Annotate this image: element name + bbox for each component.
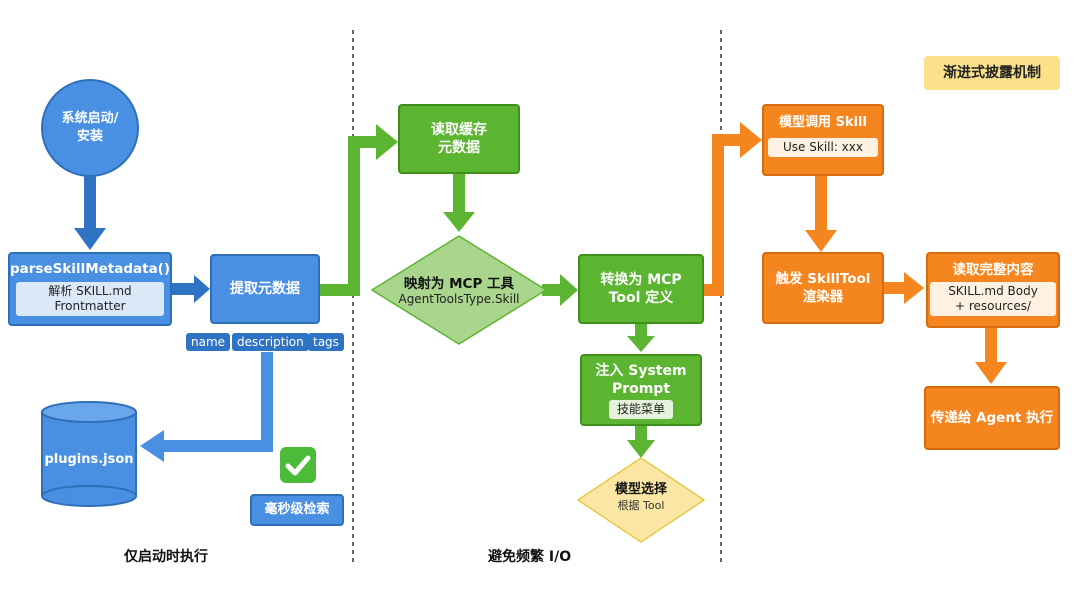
arrow-readfull-to-pass [975, 328, 1007, 384]
progressive-disclosure-badge: 渐进式披露机制 [924, 56, 1060, 90]
arrow-start-to-parse [74, 168, 106, 250]
arrow-extract-to-readcache [320, 124, 398, 296]
parse-metadata-subtitle: 解析 SKILL.md Frontmatter [16, 282, 164, 316]
call-subtitle: Use Skill: xxx [768, 138, 878, 157]
convert-mcp-box: 转换为 MCP Tool 定义 [578, 254, 704, 324]
inject-title: 注入 System Prompt [595, 363, 687, 397]
tag-description: description [232, 333, 309, 351]
map-diamond-label: 映射为 MCP 工具 AgentToolsType.Skill [386, 272, 532, 306]
extract-metadata-box: 提取元数据 [210, 254, 320, 324]
parse-metadata-box: parseSkillMetadata() 解析 SKILL.md Frontma… [8, 252, 172, 326]
read-full-content-box: 读取完整内容 SKILL.md Body + resources/ [926, 252, 1060, 328]
arrow-extract-to-plugins [140, 352, 273, 462]
arrow-map-to-convert [542, 274, 578, 306]
arrow-call-to-trigger [805, 176, 837, 252]
arrow-convert-to-call [704, 122, 762, 296]
arrow-trigger-to-readfull [884, 272, 924, 304]
read-cache-box: 读取缓存 元数据 [398, 104, 520, 174]
inject-subtitle: 技能菜单 [608, 400, 673, 419]
trigger-skilltool-box: 触发 SkillTool 渲染器 [762, 252, 884, 324]
parse-metadata-title: parseSkillMetadata() [9, 261, 171, 277]
fast-search-box: 毫秒级检索 [250, 494, 344, 526]
plugins-cylinder [41, 401, 137, 507]
start-circle [41, 79, 139, 177]
arrow-parse-to-extract [166, 275, 210, 303]
call-title: 模型调用 Skill [779, 115, 867, 130]
read-full-subtitle: SKILL.md Body + resources/ [930, 282, 1056, 316]
read-full-title: 读取完整内容 [952, 262, 1034, 278]
check-mark-icon [280, 447, 316, 483]
choose-subtitle: 根据 Tool [617, 499, 665, 512]
choose-diamond-label: 模型选择 根据 Tool [590, 478, 692, 513]
inject-prompt-box: 注入 System Prompt 技能菜单 [580, 354, 702, 426]
map-title: 映射为 MCP 工具 [403, 276, 515, 292]
arrow-inject-to-choose [627, 424, 655, 458]
arrow-convert-to-inject [627, 324, 655, 352]
choose-diamond [576, 457, 706, 543]
plugins-json-label: plugins.json [44, 452, 134, 467]
start-label: 系统启动/ 安装 [61, 111, 119, 144]
pass-to-agent-box: 传递给 Agent 执行 [924, 386, 1060, 450]
section-avoid-io-label: 避免频繁 I/O [488, 549, 572, 565]
section-startup-label: 仅启动时执行 [124, 549, 208, 565]
tag-name: name [186, 333, 231, 351]
arrow-readcache-to-map [443, 172, 475, 232]
tag-tags: tags [308, 333, 344, 351]
choose-title: 模型选择 [614, 482, 667, 497]
model-call-skill-box: 模型调用 Skill Use Skill: xxx [762, 104, 884, 176]
map-subtitle: AgentToolsType.Skill [398, 292, 520, 306]
map-diamond [370, 235, 548, 345]
